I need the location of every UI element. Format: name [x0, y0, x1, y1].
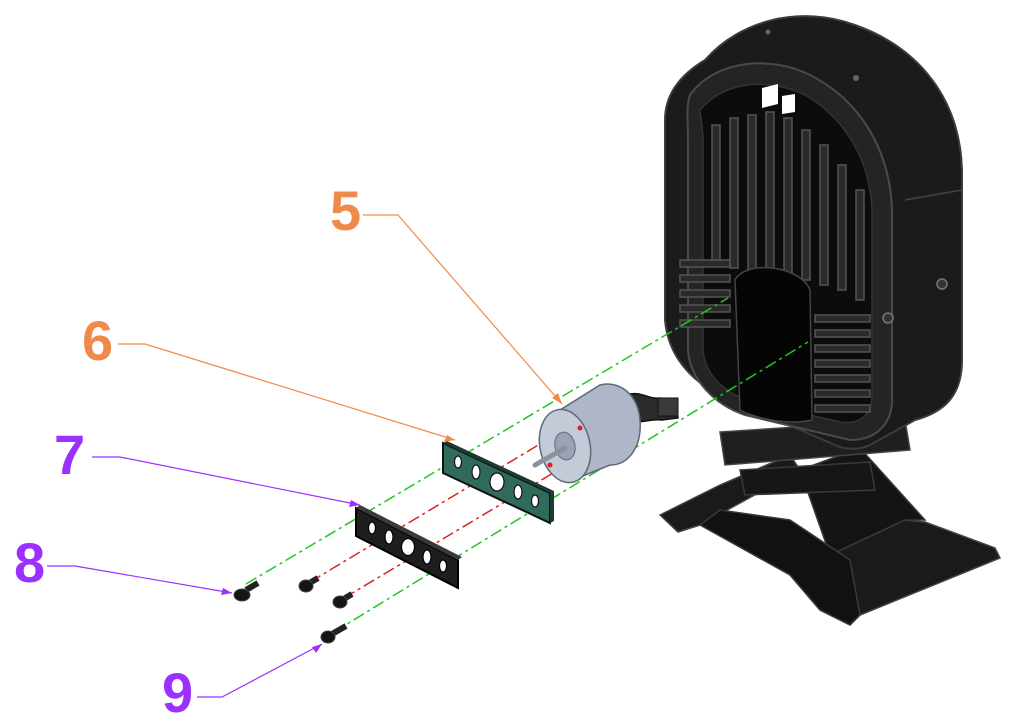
leader-arrow-8: [221, 588, 232, 595]
leader-lines: [47, 214, 563, 698]
housing-stand: [658, 419, 1002, 626]
leader-arrow-7: [349, 500, 360, 507]
axis-line-green: [245, 297, 729, 585]
callout-numbers: 5 6 7 8 9: [14, 179, 361, 719]
housing-screw-hole: [936, 278, 948, 290]
callout-7: 7: [54, 423, 85, 486]
axis-line-red: [309, 431, 561, 583]
axis-line-green: [333, 341, 809, 633]
motor-shaft: [532, 445, 568, 468]
leader-line-9: [197, 643, 323, 698]
screw-small: [320, 623, 348, 644]
screw-small: [332, 591, 354, 609]
leader-arrow-9: [312, 644, 322, 653]
screw-large: [298, 575, 320, 593]
screw-large: [233, 580, 260, 602]
housing-hole: [765, 29, 771, 35]
housing-hole: [853, 75, 859, 81]
callout-8: 8: [14, 531, 45, 594]
leader-line-8: [47, 565, 233, 594]
housing-center-arch: [734, 267, 813, 423]
gasket: [355, 505, 462, 590]
housing-fins: [711, 111, 865, 301]
callout-6: 6: [82, 309, 113, 372]
leader-line-6: [118, 343, 456, 441]
callout-9: 9: [162, 661, 193, 719]
leader-arrow-6: [444, 435, 455, 442]
callout-5: 5: [330, 179, 361, 242]
leader-line-7: [92, 456, 361, 506]
mounting-plate: [442, 441, 554, 525]
housing-louvres-left: [679, 259, 731, 328]
housing-louvres-right: [814, 314, 871, 413]
leader-arrow-5: [552, 393, 562, 404]
motor: [532, 383, 679, 484]
housing: [658, 15, 1002, 626]
housing-screw-hole: [882, 312, 894, 324]
leader-line-5: [363, 214, 563, 405]
